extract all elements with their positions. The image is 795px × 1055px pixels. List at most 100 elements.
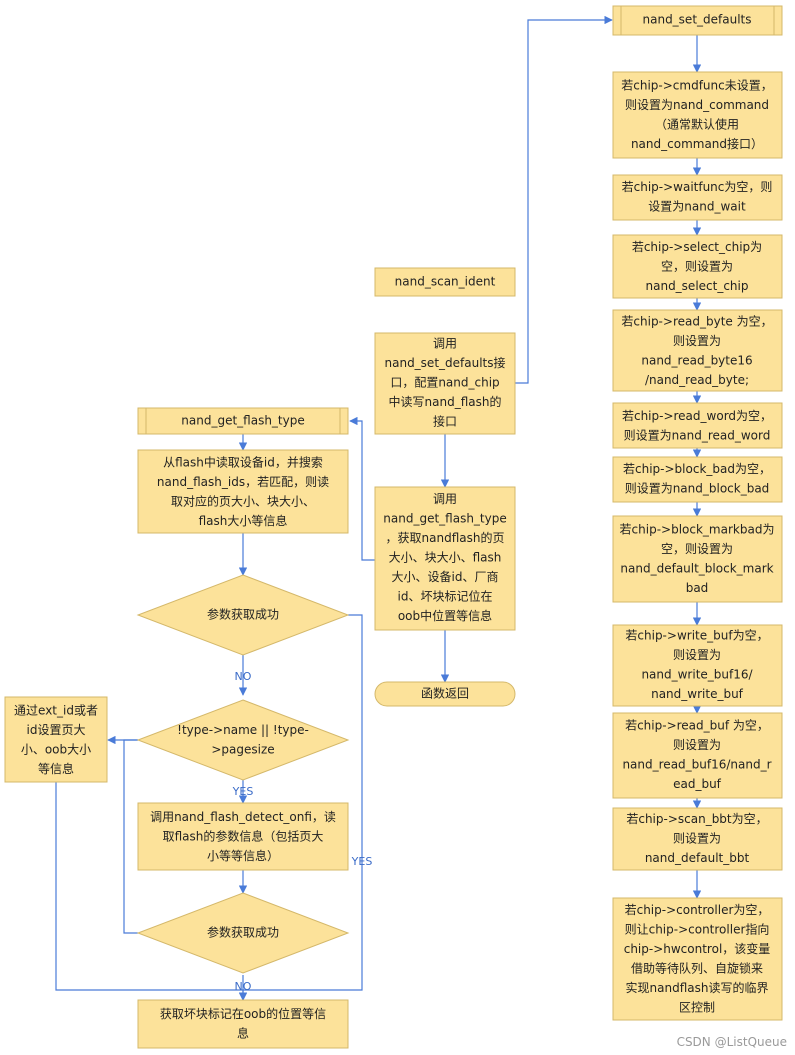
node-text-line: >pagesize: [211, 742, 274, 756]
node-text-line: 借助等待队列、自旋锁来: [631, 960, 763, 975]
node-detect-onfi: 调用nand_flash_detect_onfi，读取flash的参数信息（包括…: [137, 802, 349, 871]
node-scan-bbt: 若chip->scan_bbt为空， 则设置为 nand_default_bbt: [612, 807, 783, 871]
node-text-line: 则设置为nand_command: [625, 98, 769, 112]
node-text-line: 若chip->select_chip为: [632, 240, 762, 254]
node-text-line: 大小、设备id、厂商: [392, 569, 499, 584]
node-text-line: nand_select_chip: [646, 279, 749, 293]
node-text-line: 空，则设置为: [661, 260, 733, 274]
edge-param-ok-2-loop: [123, 739, 138, 934]
node-text-line: 设置为nand_wait: [648, 199, 746, 213]
node-text-line: 从flash中读取设备id，并搜索: [163, 454, 323, 469]
node-text-line: chip->hwcontrol，该变量: [624, 941, 771, 956]
node-text-line: 空，则设置为: [661, 542, 733, 556]
node-text-line: 若chip->read_word为空，: [622, 409, 772, 423]
node-controller: 若chip->controller为空， 则让chip->controller指向…: [612, 897, 783, 1021]
node-text-line: nand_read_buf16/nand_r: [622, 757, 771, 771]
node-text-line: 若chip->read_buf 为空，: [625, 718, 769, 732]
node-text-line: 参数获取成功: [207, 925, 279, 940]
node-text-line: nand_write_buf: [651, 687, 744, 701]
node-text-line: 息: [237, 1025, 249, 1040]
nodes: nand_scan_ident 调用 nand_set_defaults接口，配置…: [4, 5, 783, 1049]
node-read-word: 若chip->read_word为空， 则设置为nand_read_word: [612, 402, 783, 449]
edges: [55, 15, 702, 1001]
node-text-line: （通常默认使用: [655, 116, 739, 131]
node-text-line: bad: [686, 581, 709, 595]
node-text-line: 若chip->scan_bbt为空，: [626, 812, 767, 826]
node-text-line: 若chip->write_buf为空，: [625, 628, 768, 642]
node-text-line: nand_scan_ident: [395, 275, 496, 289]
node-waitfunc: 若chip->waitfunc为空，则设置为nand_wait: [612, 174, 783, 221]
node-text-line: 则设置为: [673, 334, 721, 348]
node-text-line: 取flash的参数信息（包括页大: [163, 829, 324, 844]
node-text-line: 等信息: [38, 761, 74, 776]
node-text-line: 通过ext_id或者: [14, 703, 98, 717]
node-text-line: 则设置为: [673, 832, 721, 846]
node-text-line: 区控制: [679, 1000, 715, 1014]
node-param-check-2: 参数获取成功: [136, 892, 350, 974]
node-text-line: 则设置为: [673, 648, 721, 662]
node-text-line: 若chip->block_markbad为: [620, 522, 775, 536]
node-text-line: 接口: [433, 414, 457, 429]
node-text-line: 小、oob大小: [21, 742, 91, 756]
node-nand-scan-ident: nand_scan_ident: [374, 267, 516, 297]
node-text-line: 调用: [433, 337, 457, 351]
node-text-line: oob中位置等信息: [398, 608, 492, 623]
edge-label-no-2: NO: [235, 980, 252, 993]
node-text-line: 若chip->controller为空，: [625, 903, 770, 917]
node-text-line: nand_write_buf16/: [641, 667, 753, 681]
node-text-line: 实现nandflash读写的临界: [626, 980, 769, 995]
node-text-line: 若chip->block_bad为空，: [623, 462, 771, 476]
node-text-line: ，获取nandflash的页: [386, 530, 505, 545]
node-text-line: !type->name || !type-: [177, 723, 309, 737]
node-text-line: nand_command接口）: [631, 136, 763, 151]
node-text-line: 获取坏块标记在oob的位置等信: [160, 1006, 326, 1021]
edge-label-yes-1: YES: [232, 785, 254, 798]
edge-call-flash-type-to-get-flash-type: [349, 416, 375, 561]
node-type-check: !type->name || !type- >pagesize: [136, 699, 350, 781]
node-text-line: nand_flash_ids，若匹配，则读: [157, 475, 329, 489]
node-call-nand-set-defaults: 调用nand_set_defaults接口，配置nand_chip中读写nand…: [374, 332, 516, 435]
node-nand-set-defaults: nand_set_defaults: [612, 5, 783, 36]
node-call-nand-get-flash-type: 调用nand_get_flash_type，获取nandflash的页大小、块大…: [374, 486, 516, 631]
node-read-byte: 若chip->read_byte 为空，则设置为nand_read_byte16…: [612, 309, 783, 392]
node-read-device-id: 从flash中读取设备id，并搜索 nand_flash_ids，若匹配，则读取对…: [137, 449, 349, 534]
node-nand-get-flash-type: nand_get_flash_type: [137, 407, 349, 435]
edge-label-no-1: NO: [235, 670, 252, 683]
node-text-line: nand_default_bbt: [645, 851, 750, 865]
watermark: CSDN @ListQueue: [676, 1035, 787, 1049]
edge-ext-id-to-bad-block: [55, 782, 243, 991]
node-param-check-1: 参数获取成功: [136, 574, 350, 656]
node-text-line: 则设置为nand_block_bad: [625, 481, 770, 495]
node-text-line: id设置页大: [27, 723, 86, 737]
edge-call-defaults-to-set-defaults: [515, 15, 613, 384]
node-text-line: 小等等信息）: [207, 848, 279, 863]
node-text-line: /nand_read_byte;: [645, 373, 749, 387]
node-text-line: nand_get_flash_type: [383, 512, 506, 526]
node-text-line: 取对应的页大小、块大小、: [171, 493, 315, 508]
node-text-line: nand_set_defaults接: [385, 355, 506, 370]
node-text-line: 大小、块大小、flash: [389, 551, 502, 565]
node-text-line: 若chip->read_byte 为空，: [621, 314, 772, 328]
edge-label-yes-2: YES: [351, 855, 373, 868]
node-cmdfunc: 若chip->cmdfunc未设置， 则设置为nand_command （通常默认使…: [612, 71, 783, 159]
node-text-line: 调用nand_flash_detect_onfi，读: [150, 810, 336, 824]
node-read-buf: 若chip->read_buf 为空， 则设置为 nand_read_buf16/n…: [612, 712, 783, 799]
node-text-line: ead_buf: [673, 777, 722, 791]
node-text-line: 口，配置nand_chip: [390, 376, 499, 390]
node-text-line: 则设置为nand_read_word: [624, 428, 771, 442]
node-text-line: 若chip->waitfunc为空，则: [622, 180, 773, 194]
node-text-line: 参数获取成功: [207, 607, 279, 622]
node-text-line: nand_get_flash_type: [181, 414, 304, 428]
node-block-bad: 若chip->block_bad为空， 则设置为nand_block_bad: [612, 456, 783, 503]
node-text-line: nand_default_block_mark: [620, 561, 773, 575]
node-text-line: 则设置为: [673, 738, 721, 752]
node-text-line: 则让chip->controller指向: [625, 921, 770, 936]
node-text-line: 若chip->cmdfunc未设置，: [621, 78, 772, 92]
node-text-line: 函数返回: [421, 686, 469, 701]
node-text-line: id、坏块标记位在: [398, 589, 493, 604]
